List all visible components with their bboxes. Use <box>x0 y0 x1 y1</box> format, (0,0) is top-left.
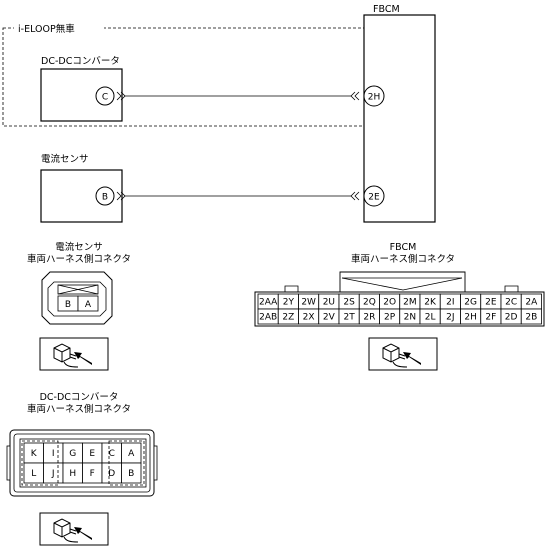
dcdc-connector-cell-label: J <box>51 469 55 479</box>
fbcm-connector-cell-label: 2M <box>403 298 417 308</box>
sensor-connector-title-1: 電流センサ <box>55 241 103 253</box>
fbcm-connector-cell-label: 2Z <box>282 313 294 323</box>
dcdc-connector-cell-label: D <box>108 469 115 479</box>
fbcm-connector-cell-label: 2X <box>303 313 315 323</box>
fbcm-connector-cell-label: 2W <box>301 298 316 308</box>
fbcm-connector-cell-label: 2Y <box>283 298 295 308</box>
dcdc-connector-cell-label: B <box>128 469 134 479</box>
dcdc-connector-title-1: DC-DCコンバータ <box>40 392 119 403</box>
dcdc-connector-cell-label: A <box>128 449 135 459</box>
fbcm-connector-cell-label: 2C <box>505 298 517 308</box>
dcdc-connector-cell-label: K <box>31 449 38 459</box>
connector-probe-icon <box>39 337 109 371</box>
dcdc-connector-cell-label: F <box>90 469 95 479</box>
fbcm-connector-cell-label: 2Q <box>363 298 376 308</box>
dcdc-connector-cell-label: H <box>69 469 76 479</box>
fbcm-connector-title-2: 車両ハーネス側コネクタ <box>351 253 455 265</box>
fbcm-connector-cell-label: 2P <box>384 313 396 323</box>
fbcm-connector-cell-label: 2T <box>344 313 356 323</box>
sensor-pin: B <box>102 193 108 203</box>
fbcm-connector-cell-label: 2E <box>485 298 497 308</box>
connector-probe-icon <box>368 337 438 371</box>
fbcm-connector-cell-label: 2G <box>464 298 477 308</box>
connector-probe-icon <box>39 512 109 546</box>
fbcm-connector-cell-label: 2AB <box>259 313 277 323</box>
fbcm-connector-cell-label: 2K <box>424 298 437 308</box>
sensor-cell-b: B <box>65 300 71 310</box>
fbcm-connector-cell-label: 2D <box>505 313 518 323</box>
fbcm-connector-cell-label: 2U <box>323 298 335 308</box>
fbcm-connector-cell-label: 2A <box>525 298 538 308</box>
option-label: i-ELOOP無車 <box>18 23 75 35</box>
dcdc-connector: K I G E C A L J H F D B <box>6 429 158 497</box>
dcdc-connector-cell-label: G <box>69 449 76 459</box>
dcdc-connector-cell-label: L <box>31 469 36 479</box>
dcdc-label: DC-DCコンバータ <box>41 56 120 67</box>
dcdc-connector-cell-label: E <box>89 449 95 459</box>
dcdc-connector-title-2: 車両ハーネス側コネクタ <box>27 403 131 415</box>
fbcm-connector-cell-label: 2I <box>446 298 454 308</box>
sensor-connector: B A <box>41 271 113 325</box>
fbcm-connector-cell-label: 2L <box>425 313 436 323</box>
fbcm-connector-cell-label: 2V <box>323 313 336 323</box>
fbcm-connector-cell-label: 2N <box>404 313 416 323</box>
dcdc-pin: C <box>102 93 108 103</box>
fbcm-title: FBCM <box>373 4 400 15</box>
fbcm-connector-cell-label: 2AA <box>259 298 278 308</box>
fbcm-pin-2h: 2H <box>368 93 381 103</box>
dcdc-connector-cell-label: C <box>109 449 115 459</box>
fbcm-connector-cell-label: 2H <box>464 313 477 323</box>
fbcm-connector-cell-label: 2J <box>446 313 454 323</box>
sensor-cell-a: A <box>85 300 92 310</box>
sensor-label: 電流センサ <box>41 153 89 165</box>
dcdc-connector-cell-label: I <box>52 449 55 459</box>
fbcm-connector-cell-label: 2O <box>383 298 396 308</box>
fbcm-connector-title-1: FBCM <box>390 242 417 253</box>
fbcm-connector-cell-label: 2B <box>525 313 537 323</box>
fbcm-connector-cell-label: 2S <box>343 298 355 308</box>
dcdc-connector-cell-box <box>121 462 142 484</box>
fbcm-pin-2e: 2E <box>368 193 380 203</box>
fbcm-connector-cell-label: 2R <box>363 313 375 323</box>
fbcm-connector-cell-label: 2F <box>485 313 496 323</box>
fbcm-connector: 2AA 2Y 2W 2U 2S 2Q 2O 2M 2K 2I 2G 2E 2C 2A 2AB 2Z 2X 2V 2T… <box>254 271 545 327</box>
fbcm-connector-cell-box <box>520 308 542 325</box>
sensor-connector-title-2: 車両ハーネス側コネクタ <box>27 253 131 265</box>
